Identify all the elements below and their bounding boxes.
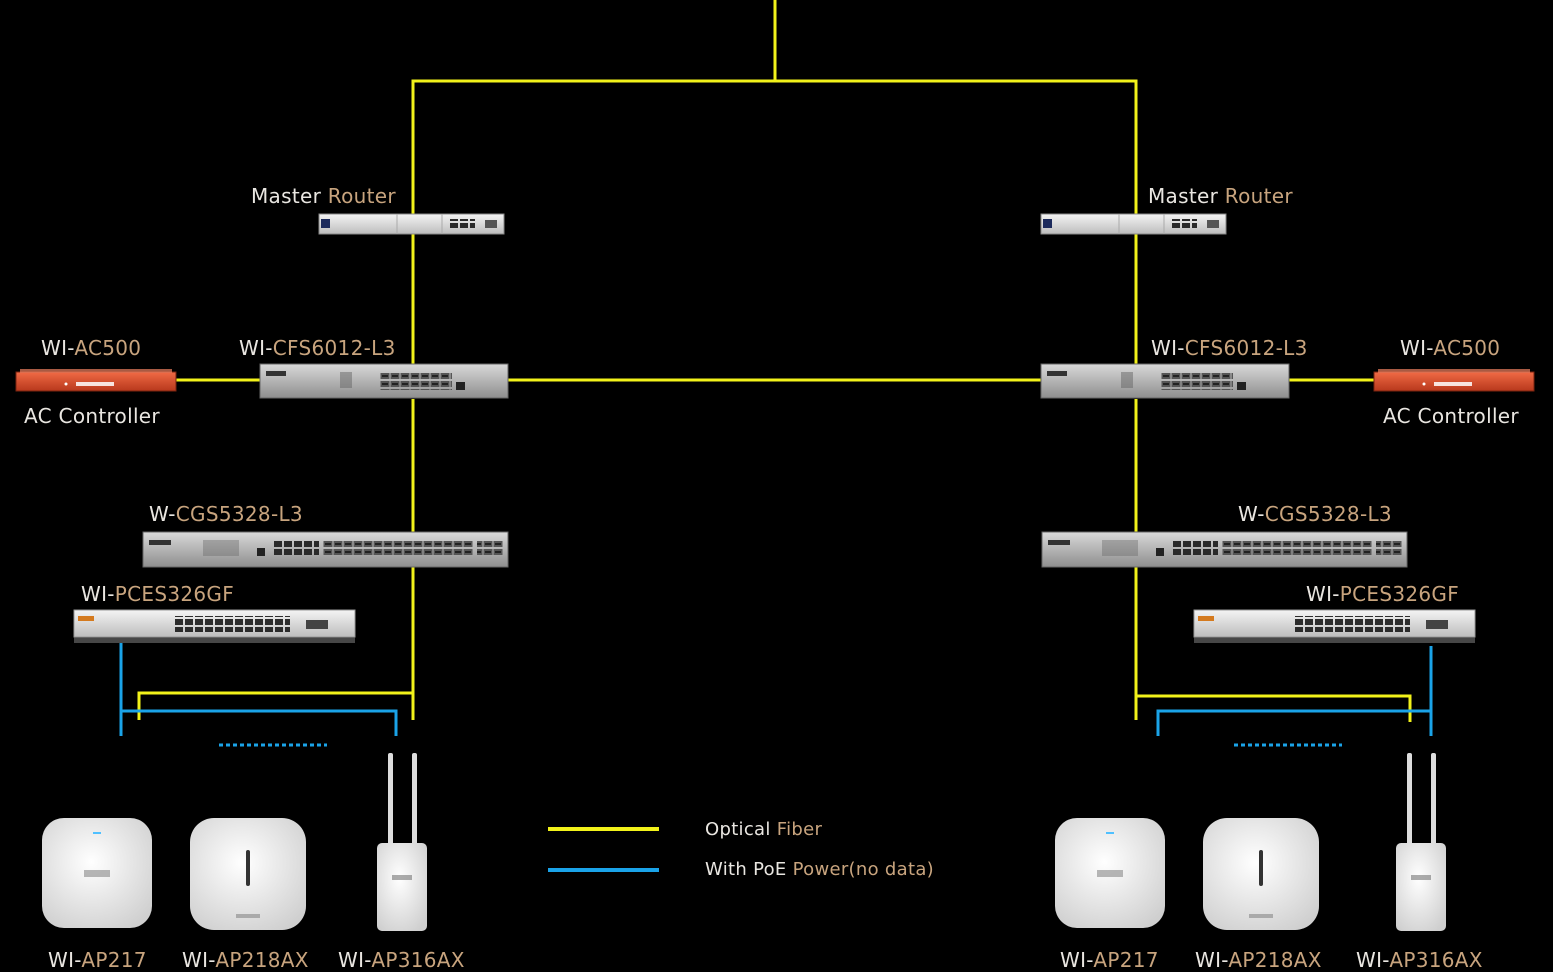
right-ap218ax-label-b: AP218AX (1228, 948, 1322, 972)
left-router-label-b: Router (327, 184, 396, 208)
right-ap316ax-label-b: AP316AX (1389, 948, 1483, 972)
right-poe-branch (1156, 709, 1431, 736)
right-ap316ax-label: WI-AP316AX (1356, 950, 1483, 970)
left-ap218ax-label: WI-AP218AX (182, 950, 309, 970)
right-router-label-b: Router (1224, 184, 1293, 208)
legend-fiber-label-b: Fiber (776, 819, 823, 840)
left-ap218ax-label-a: WI- (182, 948, 216, 972)
right-agg-label-a: W- (1238, 502, 1265, 526)
left-core-switch-label: WI-CFS6012-L3 (239, 338, 396, 358)
right-ap217-icon (1055, 818, 1165, 928)
right-router-label-a: Master (1148, 184, 1219, 208)
left-poe-switch (73, 609, 356, 643)
left-ap316ax-icon (377, 753, 427, 931)
left-ac-label-b: AC500 (74, 336, 142, 360)
right-core-label-a: WI- (1151, 336, 1185, 360)
right-ac-label: WI-AC500 (1400, 338, 1500, 358)
left-ac-controller (15, 369, 177, 392)
right-router-label: Master Router (1148, 186, 1293, 206)
left-core-label-a: WI- (239, 336, 273, 360)
poe-links (119, 643, 1433, 747)
right-ac-label-a: WI- (1400, 336, 1434, 360)
left-ap217-icon (42, 818, 152, 928)
right-ap218ax-icon (1203, 818, 1319, 930)
right-core-switch-label: WI-CFS6012-L3 (1151, 338, 1308, 358)
left-ap217-label: WI-AP217 (48, 950, 147, 970)
left-ap217-label-b: AP217 (81, 948, 147, 972)
right-ac-caption: AC Controller (1383, 404, 1519, 428)
right-agg-switch (1041, 531, 1408, 568)
right-poe-switch (1193, 609, 1476, 643)
left-ap218ax-icon (190, 818, 306, 930)
left-ac-label: WI-AC500 (41, 338, 141, 358)
left-agg-label-a: W- (149, 502, 176, 526)
right-master-router (1040, 213, 1227, 235)
optical-fiber-links (137, 0, 1412, 722)
left-ac-caption: AC Controller (24, 404, 160, 428)
left-router-label-a: Master (251, 184, 322, 208)
right-agg-label-b: CGS5328-L3 (1264, 502, 1392, 526)
legend-poe-label-a: With PoE (705, 859, 787, 880)
left-ap217-label-a: WI- (48, 948, 82, 972)
legend-poe-label-b: Power(no data) (792, 859, 934, 880)
right-ap316ax-icon (1396, 753, 1446, 931)
left-poe-branch (121, 709, 398, 736)
top-fiber-bus (411, 79, 1138, 216)
left-poe-label-b: PCES326GF (114, 582, 235, 606)
right-ac-controller (1373, 369, 1535, 392)
left-ap316ax-label-a: WI- (338, 948, 372, 972)
right-poe-label-a: WI- (1306, 582, 1340, 606)
right-ap218ax-label-a: WI- (1195, 948, 1229, 972)
left-agg-switch-label: W-CGS5328-L3 (149, 504, 303, 524)
right-core-label-b: CFS6012-L3 (1184, 336, 1308, 360)
right-ap-fiber-branch (1136, 694, 1412, 722)
left-master-router (318, 213, 505, 235)
left-poe-switch-label: WI-PCES326GF (81, 584, 234, 604)
left-core-label-b: CFS6012-L3 (272, 336, 396, 360)
right-ap217-label: WI-AP217 (1060, 950, 1159, 970)
right-ap316ax-label-a: WI- (1356, 948, 1390, 972)
right-poe-switch-label: WI-PCES326GF (1306, 584, 1459, 604)
left-ap316ax-label-b: AP316AX (371, 948, 465, 972)
right-ap217-label-a: WI- (1060, 948, 1094, 972)
left-router-label: Master Router (251, 186, 396, 206)
right-agg-switch-label: W-CGS5328-L3 (1238, 504, 1392, 524)
right-poe-label-b: PCES326GF (1339, 582, 1460, 606)
left-agg-label-b: CGS5328-L3 (175, 502, 303, 526)
left-ap218ax-label-b: AP218AX (215, 948, 309, 972)
left-core-switch (259, 363, 509, 399)
left-ac-label-a: WI- (41, 336, 75, 360)
right-ac-label-b: AC500 (1433, 336, 1501, 360)
left-agg-switch (142, 531, 509, 568)
left-ap-fiber-branch (137, 691, 413, 720)
legend-poe-label: With PoE Power(no data) (705, 861, 934, 879)
left-ap316ax-label: WI-AP316AX (338, 950, 465, 970)
legend-fiber-label: Optical Fiber (705, 821, 822, 839)
legend-fiber-label-a: Optical (705, 819, 771, 840)
right-ap218ax-label: WI-AP218AX (1195, 950, 1322, 970)
left-poe-label-a: WI- (81, 582, 115, 606)
right-core-switch (1040, 363, 1290, 399)
right-ap217-label-b: AP217 (1093, 948, 1159, 972)
